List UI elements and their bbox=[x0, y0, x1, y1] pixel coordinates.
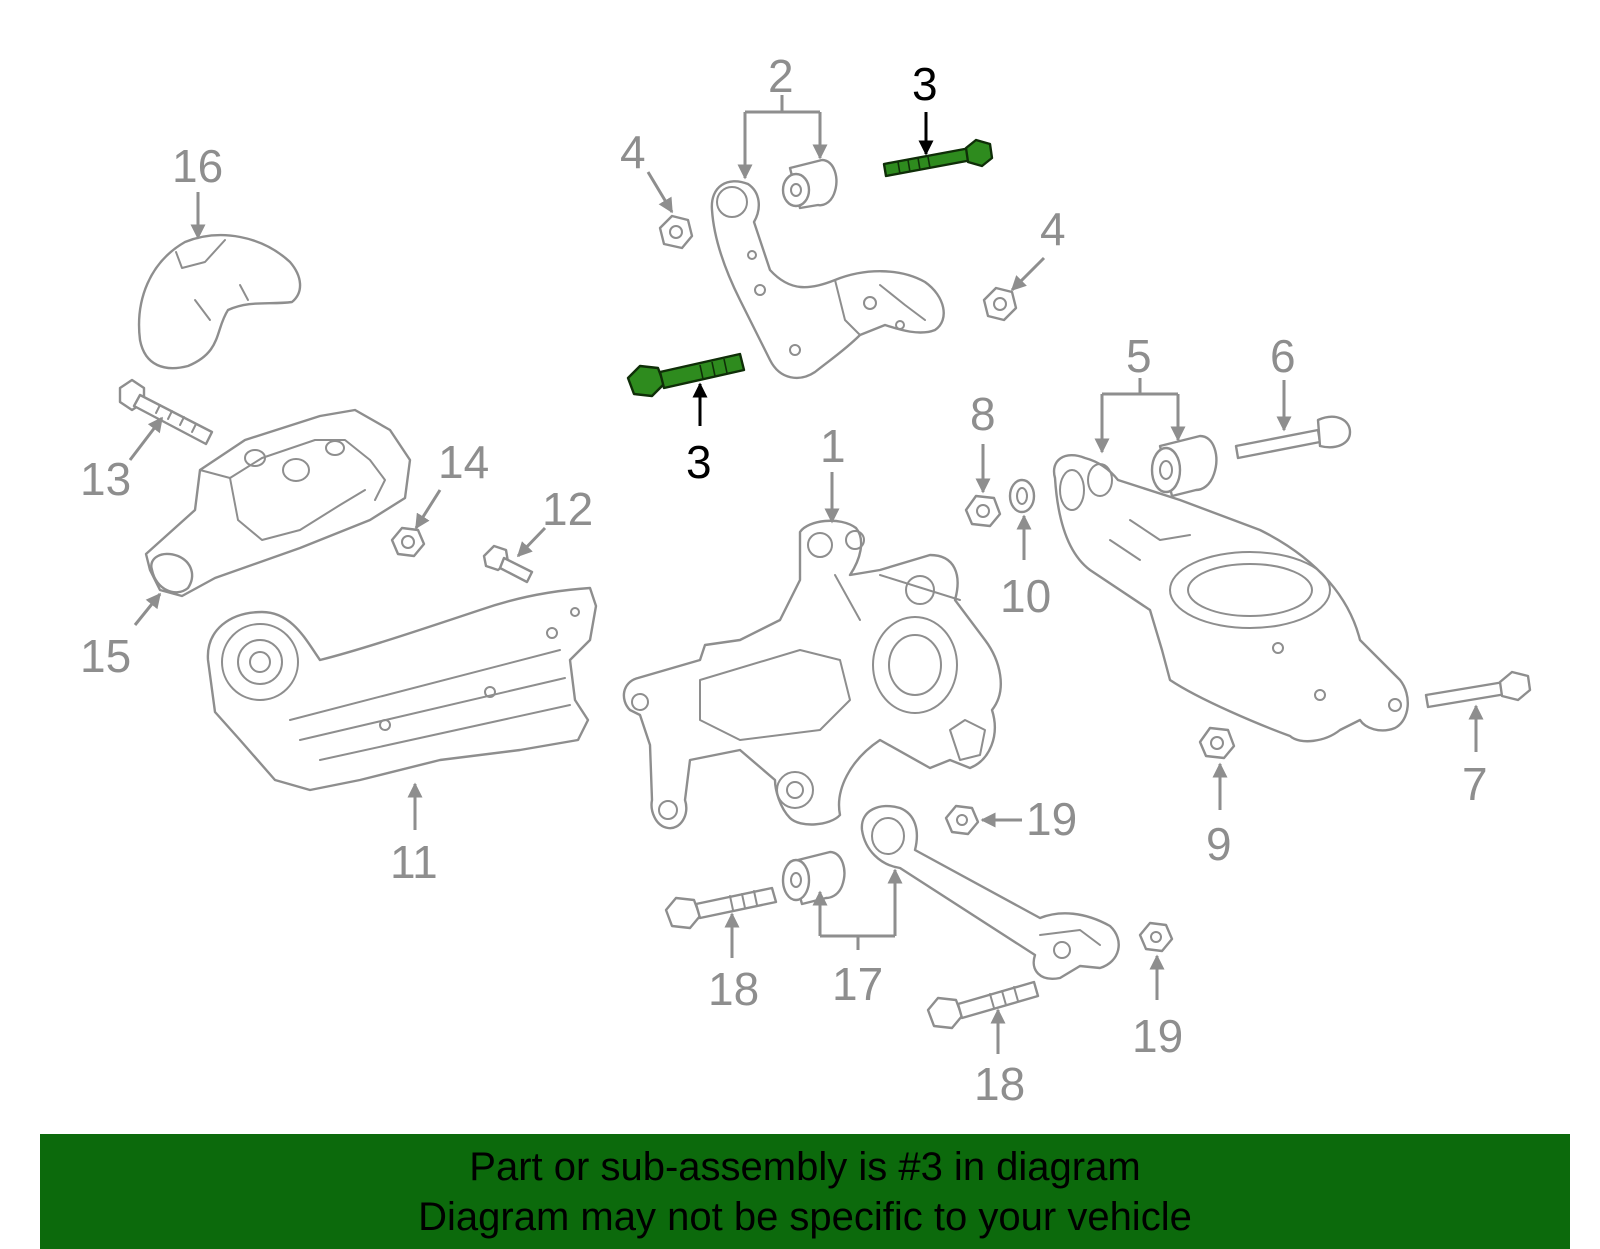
info-banner: Part or sub-assembly is #3 in diagram Di… bbox=[40, 1134, 1570, 1249]
part-4-nut-right bbox=[982, 286, 1018, 322]
callout-14: 14 bbox=[438, 436, 489, 488]
part-18-bolt-lower bbox=[926, 980, 1040, 1030]
callout-1: 1 bbox=[820, 420, 846, 472]
part-15-crossmember bbox=[144, 408, 412, 598]
part-17-bushing bbox=[781, 850, 846, 906]
banner-line-2: Diagram may not be specific to your vehi… bbox=[418, 1195, 1192, 1239]
part-18-bolt-upper bbox=[664, 886, 778, 930]
callout-3b: 3 bbox=[686, 436, 712, 488]
part-19-nut-lower bbox=[1138, 921, 1174, 953]
part-3-bolt-upper bbox=[882, 138, 994, 178]
callout-5: 5 bbox=[1126, 330, 1152, 382]
callout-7: 7 bbox=[1462, 758, 1488, 810]
part-10-washer bbox=[1008, 478, 1036, 514]
callout-19a: 19 bbox=[1026, 793, 1077, 845]
callout-3a: 3 bbox=[912, 58, 938, 110]
part-14-nut bbox=[390, 526, 426, 558]
part-9-nut bbox=[1198, 726, 1236, 760]
part-8-nut bbox=[964, 494, 1002, 528]
callout-13: 13 bbox=[80, 453, 131, 505]
callout-10: 10 bbox=[1000, 570, 1051, 622]
callout-6: 6 bbox=[1270, 330, 1296, 382]
part-11-trailing-arm bbox=[206, 586, 598, 792]
callout-16: 16 bbox=[172, 140, 223, 192]
callout-15: 15 bbox=[80, 630, 131, 682]
part-6-cam-bolt bbox=[1234, 415, 1352, 460]
part-2-upper-arm bbox=[710, 180, 945, 380]
callout-18b: 18 bbox=[974, 1058, 1025, 1110]
part-5-lower-arm bbox=[1052, 454, 1409, 743]
part-4-nut-left bbox=[658, 214, 694, 250]
callout-2: 2 bbox=[768, 50, 794, 102]
part-17-lateral-link bbox=[860, 804, 1120, 980]
part-13-bolt bbox=[118, 378, 214, 446]
banner-line-1: Part or sub-assembly is #3 in diagram bbox=[469, 1145, 1141, 1189]
part-1-knuckle bbox=[622, 519, 1002, 830]
callout-18a: 18 bbox=[708, 963, 759, 1015]
callout-17: 17 bbox=[832, 958, 883, 1010]
part-12-bolt bbox=[482, 544, 534, 584]
part-5-bushing bbox=[1150, 434, 1218, 498]
callout-4a: 4 bbox=[620, 126, 646, 178]
callout-12: 12 bbox=[542, 483, 593, 535]
callout-9: 9 bbox=[1206, 818, 1232, 870]
part-16-cover bbox=[137, 234, 302, 370]
callout-11: 11 bbox=[390, 836, 438, 888]
part-3-bolt-lower bbox=[626, 352, 746, 398]
part-19-nut-upper bbox=[944, 804, 980, 836]
callout-19b: 19 bbox=[1132, 1010, 1183, 1062]
part-2-bushing bbox=[781, 158, 838, 210]
callout-4b: 4 bbox=[1040, 203, 1066, 255]
part-7-bolt bbox=[1424, 670, 1532, 709]
callout-8: 8 bbox=[970, 388, 996, 440]
